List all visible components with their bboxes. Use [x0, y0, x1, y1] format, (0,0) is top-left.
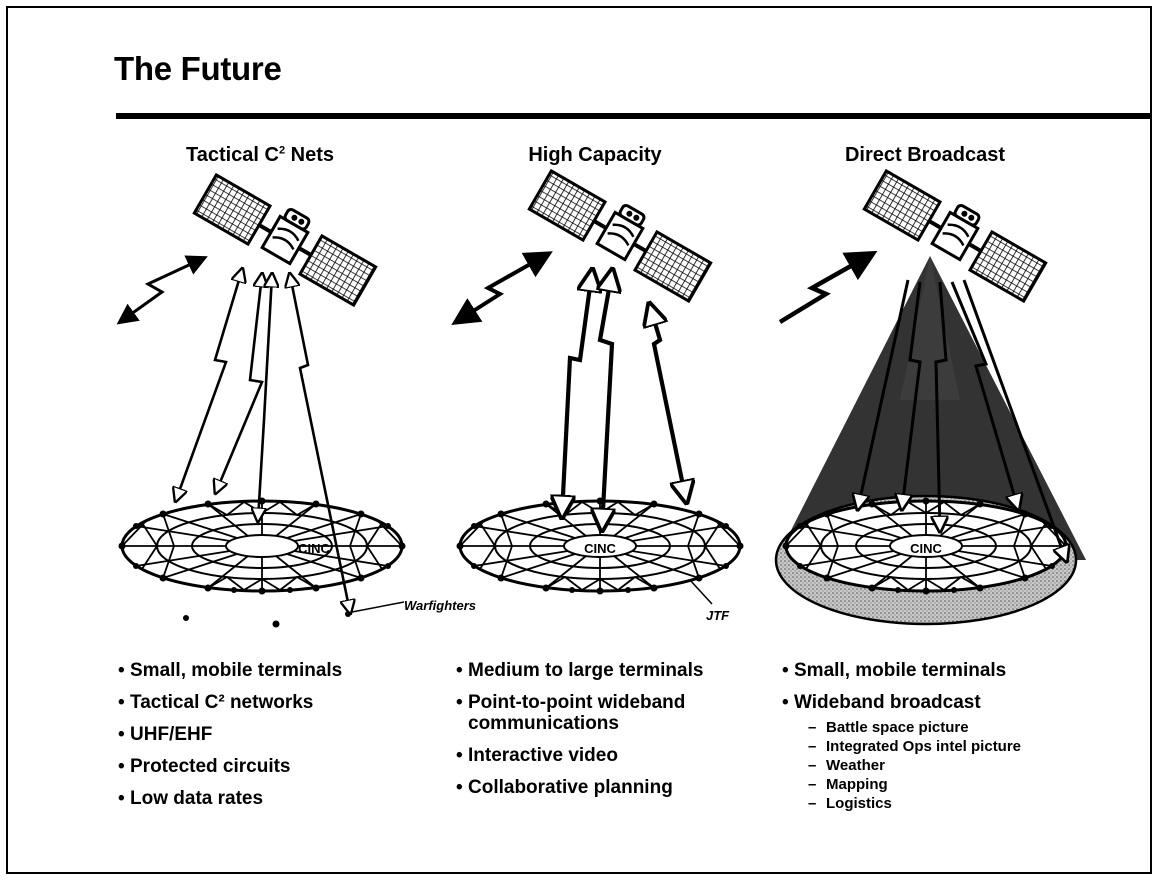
sub-list-item: –Integrated Ops intel picture — [808, 738, 1022, 755]
satellite-icon — [192, 166, 382, 308]
sub-list-item: –Mapping — [808, 776, 888, 793]
slide-frame — [6, 6, 1152, 874]
satellite-icon — [862, 162, 1052, 304]
bullet-list-direct-broadcast: •Small, mobile terminals •Wideband broad… — [782, 660, 1102, 823]
bullet-list-tactical: •Small, mobile terminals •Tactical C² ne… — [118, 660, 418, 820]
column-heading-direct-broadcast: Direct Broadcast — [844, 144, 1006, 166]
cinc-label-direct-broadcast: CINC — [910, 541, 942, 556]
sub-list-item: –Logistics — [808, 795, 892, 812]
sub-list-item: –Weather — [808, 757, 885, 774]
jtf-callout: JTF — [706, 608, 730, 623]
bullet-list-high-capacity: •Medium to large terminals •Point-to-poi… — [456, 660, 746, 809]
sub-bullet-list: –Battle space picture –Integrated Ops in… — [794, 719, 1102, 812]
tactical-diagram: CINC Warfighters — [116, 166, 476, 628]
list-item: •Small, mobile terminals — [782, 660, 1007, 681]
high-capacity-diagram: CINC JTF — [451, 162, 745, 623]
satellite-icon — [527, 162, 717, 304]
list-item: •Tactical C² networks — [118, 692, 314, 713]
list-item: •Medium to large terminals — [456, 660, 704, 681]
column-heading-high-capacity: High Capacity — [528, 144, 662, 166]
sub-list-item: –Battle space picture — [808, 719, 969, 736]
slide-title: The Future — [114, 50, 282, 87]
list-item: •Low data rates — [118, 788, 264, 809]
list-item: •Interactive video — [456, 745, 618, 766]
network-disk-tactical — [117, 496, 407, 596]
column-heading-tactical: Tactical C2 Nets — [185, 144, 335, 166]
direct-broadcast-diagram: CINC — [774, 162, 1086, 626]
cinc-label-high-capacity: CINC — [584, 541, 616, 556]
title-divider — [116, 113, 1152, 119]
warfighters-callout: Warfighters — [404, 598, 476, 613]
list-item: •Protected circuits — [118, 756, 291, 777]
list-item: •Small, mobile terminals — [118, 660, 343, 681]
list-item: •Point-to-point wideband communications — [456, 692, 686, 734]
list-item: •Collaborative planning — [456, 777, 673, 798]
cinc-label-tactical: CINC — [298, 541, 330, 556]
list-item: •Wideband broadcast –Battle space pictur… — [782, 692, 1102, 812]
list-item: •UHF/EHF — [118, 724, 213, 745]
